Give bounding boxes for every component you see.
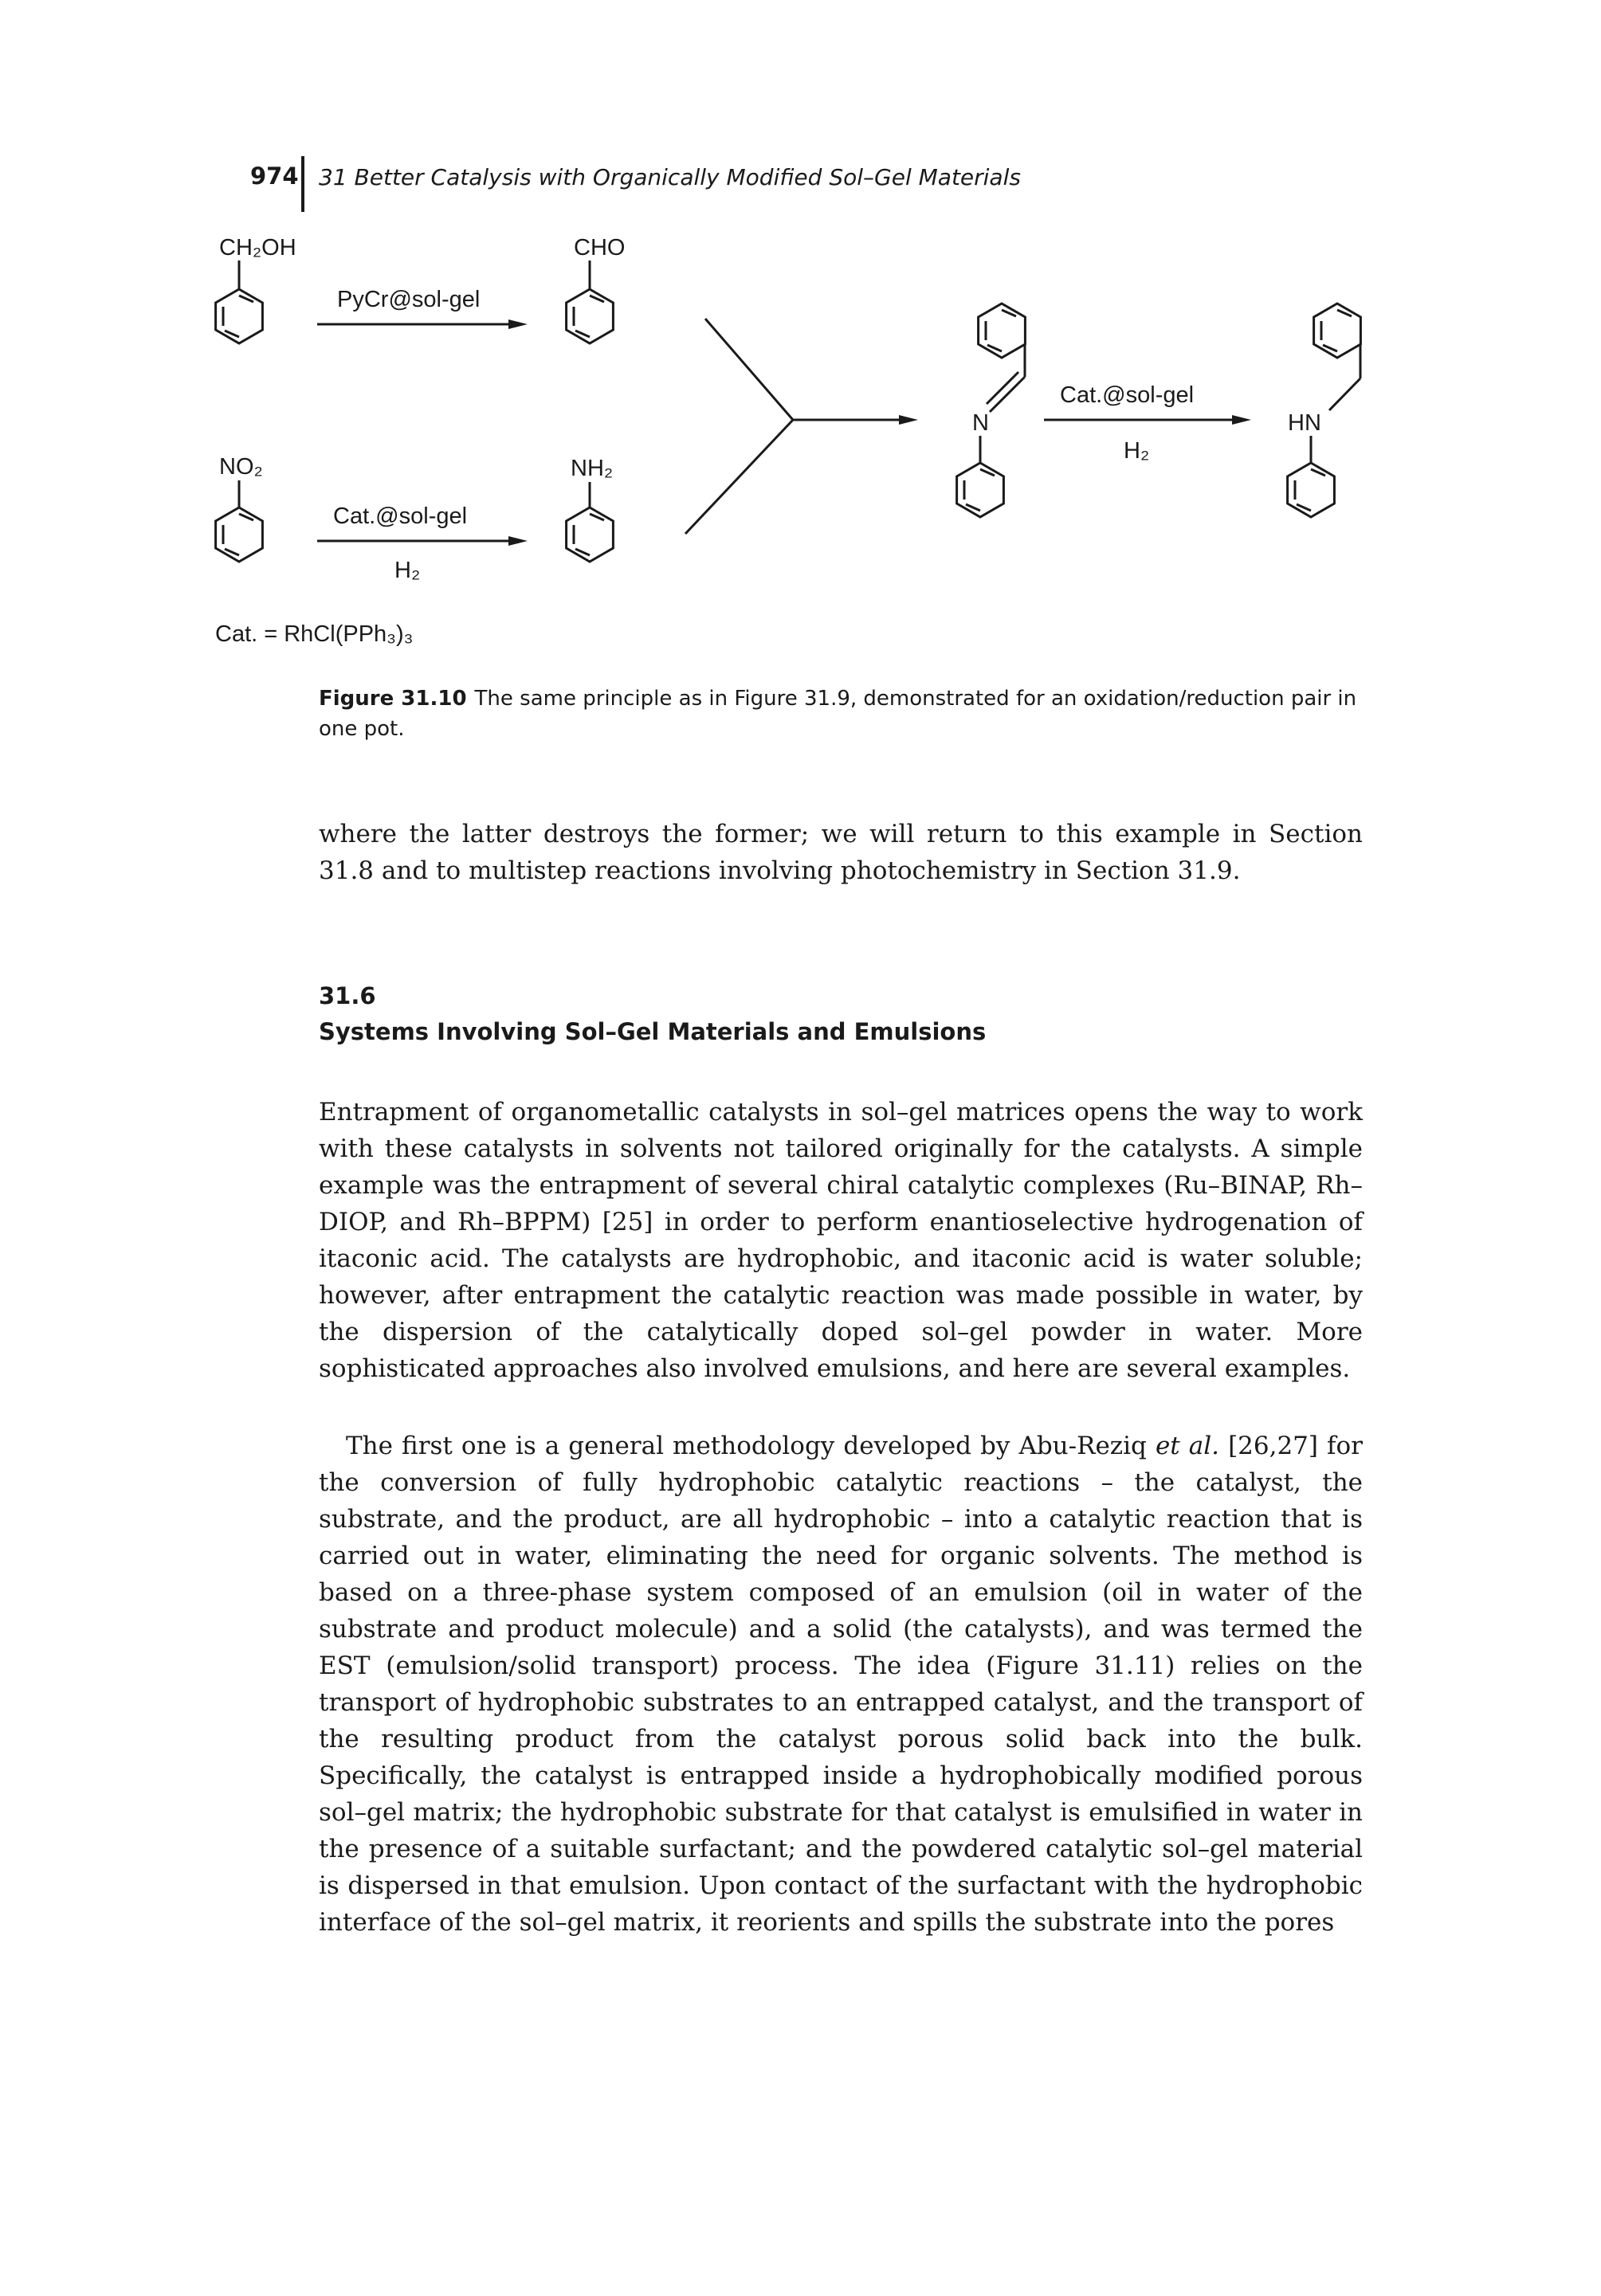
imine-n-label: N: [972, 410, 989, 436]
benzaldehyde-ring: [565, 288, 614, 345]
imine-top-ring: [977, 302, 1026, 359]
catalyst-definition: Cat. = RhCl(PPh₃)₃: [215, 621, 413, 647]
paragraph-2-citation-italic: et al.: [1155, 1432, 1220, 1460]
amine-top-ring: [1313, 302, 1362, 359]
figure-label: Figure 31.10: [319, 687, 467, 711]
page-header: 974 31 Better Catalysis with Organically…: [239, 156, 1395, 212]
continued-paragraph: where the latter destroys the former; we…: [319, 820, 1363, 885]
body-paragraph-1: Entrapment of organometallic catalysts i…: [319, 1098, 1363, 1383]
header-divider: [301, 156, 304, 212]
reduction-reagent-bottom-label: H₂: [394, 558, 420, 583]
imine-bottom-ring: [955, 461, 1005, 519]
ch2oh-label: CH₂OH: [219, 235, 296, 261]
reduction-reagent-top-label: Cat.@sol-gel: [333, 503, 467, 529]
body-paragraph-2: The first one is a general methodology d…: [319, 1428, 1363, 1941]
imine-reduction-reagent-top-label: Cat.@sol-gel: [1060, 382, 1194, 408]
paragraph-2-rest: [26,27] for the conversion of fully hydr…: [319, 1432, 1363, 1937]
imine-reduction-reagent-bottom-label: H₂: [1124, 438, 1149, 464]
oxidation-reagent-label: PyCr@sol-gel: [337, 287, 480, 312]
paragraph-2-start: The first one is a general methodology d…: [346, 1432, 1156, 1460]
cho-label: CHO: [574, 235, 625, 261]
no2-label: NO₂: [219, 454, 263, 480]
benzyl-alcohol-ring: [214, 288, 264, 345]
figure-caption-text: The same principle as in Figure 31.9, de…: [319, 687, 1357, 741]
reaction-scheme: CH₂OH PyCr@sol-gel CHO NO₂ Cat.@sol-gel …: [191, 227, 1403, 673]
page-number: 974: [250, 163, 299, 190]
aniline-ring: [565, 506, 614, 563]
running-title: 31 Better Catalysis with Organically Mod…: [319, 164, 1021, 190]
section-title: Systems Involving Sol–Gel Materials and …: [319, 1018, 987, 1045]
nh2-label: NH₂: [571, 456, 613, 481]
section-number: 31.6: [319, 982, 376, 1009]
nitrobenzene-ring: [214, 506, 264, 563]
amine-bottom-ring: [1286, 461, 1336, 519]
amine-hn-label: HN: [1288, 410, 1321, 436]
